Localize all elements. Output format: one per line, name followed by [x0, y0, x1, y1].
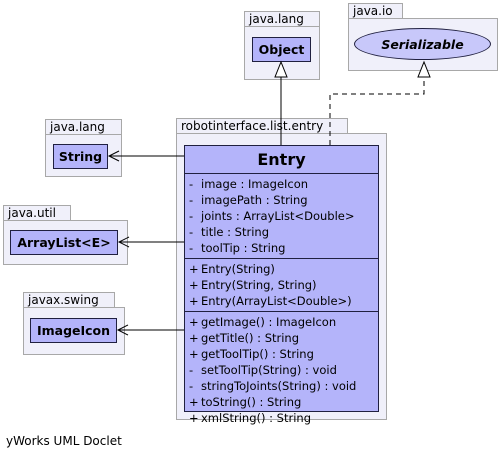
visibility-marker: +	[189, 395, 199, 409]
class-string[interactable]: String	[53, 144, 108, 169]
method-text: stringToJoints(String) : void	[201, 379, 357, 393]
method-text: getTitle() : String	[201, 331, 300, 345]
method-row: +getToolTip() : String	[189, 346, 378, 362]
visibility-marker: +	[189, 294, 199, 308]
method-text: getImage() : ImageIcon	[201, 315, 337, 329]
class-entry[interactable]: Entry -image : ImageIcon -imagePath : St…	[184, 145, 379, 425]
visibility-marker: -	[189, 209, 194, 223]
method-text: setToolTip(String) : void	[201, 363, 337, 377]
field-text: toolTip : String	[201, 241, 286, 255]
class-arraylist[interactable]: ArrayList<E>	[10, 230, 118, 255]
constructors-section: +Entry(String) +Entry(String, String) +E…	[185, 259, 378, 312]
method-row: -stringToJoints(String) : void	[189, 378, 378, 394]
class-entry-title: Entry	[185, 146, 378, 174]
field-row: -imagePath : String	[189, 192, 378, 208]
visibility-marker: -	[189, 193, 194, 207]
visibility-marker: +	[189, 262, 199, 276]
method-row: +getImage() : ImageIcon	[189, 314, 378, 330]
field-row: -toolTip : String	[189, 240, 378, 256]
interface-serializable[interactable]: Serializable	[354, 28, 491, 60]
fields-section: -image : ImageIcon -imagePath : String -…	[185, 174, 378, 259]
class-imageicon[interactable]: ImageIcon	[30, 318, 117, 343]
association-string-arrowhead	[107, 150, 120, 162]
constructor-row: +Entry(ArrayList<Double>)	[189, 293, 378, 309]
visibility-marker: -	[189, 241, 194, 255]
method-row: +xmlString() : String	[189, 410, 378, 426]
visibility-marker: +	[189, 411, 199, 425]
constructor-text: Entry(String, String)	[201, 278, 317, 292]
visibility-marker: +	[189, 278, 199, 292]
method-text: xmlString() : String	[201, 411, 312, 425]
field-row: -image : ImageIcon	[189, 176, 378, 192]
method-row: +toString() : String	[189, 394, 378, 410]
realization-line	[329, 77, 425, 145]
visibility-marker: -	[189, 177, 194, 191]
constructor-text: Entry(String)	[201, 262, 275, 276]
package-name: javax.swing	[23, 292, 115, 308]
association-arraylist-arrowhead	[117, 236, 130, 248]
method-text: getToolTip() : String	[201, 347, 314, 361]
field-row: -title : String	[189, 224, 378, 240]
method-text: toString() : String	[201, 395, 302, 409]
field-text: imagePath : String	[201, 193, 308, 207]
field-text: title : String	[201, 225, 269, 239]
visibility-marker: -	[189, 225, 194, 239]
constructor-row: +Entry(String, String)	[189, 277, 378, 293]
visibility-marker: -	[189, 379, 194, 393]
constructor-text: Entry(ArrayList<Double>)	[201, 294, 352, 308]
realization-arrowhead	[417, 60, 431, 78]
visibility-marker: +	[189, 315, 199, 329]
field-text: joints : ArrayList<Double>	[201, 209, 355, 223]
method-row: -setToolTip(String) : void	[189, 362, 378, 378]
method-row: +getTitle() : String	[189, 330, 378, 346]
generalization-arrowhead	[274, 60, 288, 78]
visibility-marker: +	[189, 347, 199, 361]
methods-section: +getImage() : ImageIcon +getTitle() : St…	[185, 312, 378, 428]
field-row: -joints : ArrayList<Double>	[189, 208, 378, 224]
field-text: image : ImageIcon	[201, 177, 309, 191]
package-name: robotinterface.list.entry	[176, 118, 348, 134]
footer-credit: yWorks UML Doclet	[6, 434, 122, 448]
visibility-marker: +	[189, 331, 199, 345]
visibility-marker: -	[189, 363, 194, 377]
class-object[interactable]: Object	[252, 37, 311, 62]
association-imageicon-arrowhead	[116, 324, 129, 336]
constructor-row: +Entry(String)	[189, 261, 378, 277]
